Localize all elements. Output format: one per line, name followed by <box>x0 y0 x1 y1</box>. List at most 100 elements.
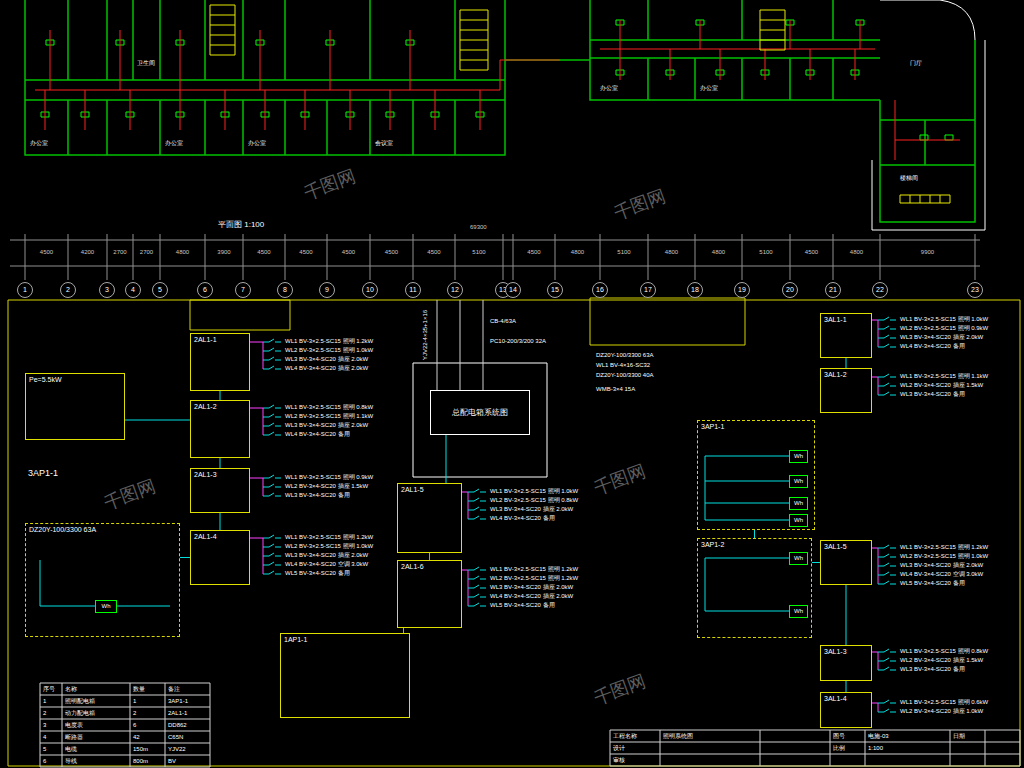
axis-bubble: 23 <box>967 282 983 298</box>
circuit-spec-holder: WL3 BV-3×4-SC20 插座 2.0kW <box>285 552 368 559</box>
circuit-spec-holder: WL4 BV-3×4-SC20 备用 <box>490 515 555 522</box>
axis-bubble: 11 <box>405 282 421 298</box>
device-spec: CB-4/63A <box>490 318 516 325</box>
axis-bubble: 12 <box>447 282 463 298</box>
title-cell: 日期 <box>953 733 965 740</box>
dimension: 4500 <box>257 249 270 256</box>
distribution-box: 3AL1-1 <box>820 313 872 358</box>
table-cell: 序号 <box>43 686 55 693</box>
breaker-symbol <box>878 374 896 395</box>
table-cell: 备注 <box>168 686 180 693</box>
table-cell: 5 <box>43 746 46 753</box>
table-cell: 动力配电箱 <box>65 710 95 717</box>
feeder-connector <box>220 391 221 400</box>
circuit-spec: WL3 BV-3×4-SC20 插座 2.0kW <box>900 562 983 569</box>
table-cell: 数量 <box>133 686 145 693</box>
table-cell-holder: 断路器 <box>65 734 83 741</box>
circuit-spec-holder: WL4 BV-3×4-SC20 空调 3.0kW <box>900 571 983 578</box>
table-cell: 150m <box>133 746 148 753</box>
bus-line <box>872 377 878 395</box>
room-name-holder: 办公室 <box>600 85 618 92</box>
axis-bubble: 21 <box>825 282 841 298</box>
dimension: 4800 <box>850 249 863 256</box>
axis-line <box>10 234 980 280</box>
circuit-spec: WL1 BV-3×2.5-SC15 照明 1.0kW <box>490 488 578 495</box>
title-cell: 设计 <box>613 745 625 752</box>
watermark: 千图网 <box>101 476 159 514</box>
dimension: 4800 <box>571 249 584 256</box>
table-cell-holder: 42 <box>133 734 140 741</box>
bus-line <box>250 538 263 574</box>
circuit-spec: WL5 BV-3×4-SC20 备用 <box>490 602 555 609</box>
table-cell-holder: 照明配电箱 <box>65 698 95 705</box>
dimension: 4500 <box>805 249 818 256</box>
bus-line <box>250 478 263 496</box>
breaker-symbol <box>878 317 896 347</box>
device-spec-holder: DZ20Y-100/3300 63A <box>596 352 654 359</box>
table-cell: 导线 <box>65 758 77 765</box>
watermark-holder: 千图网 <box>591 461 649 499</box>
node-text: 5 <box>158 286 162 294</box>
circuit-spec: WL1 BV-3×2.5-SC15 照明 0.6kW <box>900 699 988 706</box>
dimension-holder: 4200 <box>81 249 94 256</box>
circuit-spec-holder: WL3 BV-3×4-SC20 插座 2.0kW <box>285 422 368 429</box>
dimension-holder: 4500 <box>257 249 270 256</box>
table-cell-holder: DD862 <box>168 722 187 729</box>
breaker-symbol <box>263 339 281 369</box>
meter-box: Wh <box>789 605 808 618</box>
circuit-spec-holder: WL1 BV-3×2.5-SC15 照明 1.2kW <box>490 566 578 573</box>
circuit-spec-holder: WL3 BV-3×4-SC20 插座 2.0kW <box>285 356 368 363</box>
node-text: 2AL1-4 <box>194 533 217 541</box>
distribution-box: 2AL1-6 <box>397 560 462 628</box>
circuit-spec: WL3 BV-3×4-SC20 备用 <box>900 666 965 673</box>
room-name: 会议室 <box>375 140 393 147</box>
dimension: 4500 <box>427 249 440 256</box>
circuit-spec-holder: WL5 BV-3×4-SC20 备用 <box>285 570 350 577</box>
dimension: 2700 <box>140 249 153 256</box>
device-spec: WMB-3×4 15A <box>596 386 635 393</box>
distribution-box: 3AL1-5 <box>820 540 872 585</box>
breaker-symbol <box>468 489 486 519</box>
circuit-spec: WL4 BV-3×4-SC20 备用 <box>285 431 350 438</box>
dimension: 5100 <box>472 249 485 256</box>
table-cell: BV <box>168 758 176 765</box>
axis-bubble: 20 <box>782 282 798 298</box>
room-name: 楼梯间 <box>900 175 918 182</box>
title-cell: 审核 <box>613 757 625 764</box>
axis-grid <box>10 234 980 280</box>
node-text: 21 <box>829 286 837 294</box>
breaker-symbol <box>878 700 896 712</box>
circuit-spec: WL1 BV-3×2.5-SC15 照明 0.8kW <box>285 404 373 411</box>
table-cell-holder: 序号 <box>43 686 55 693</box>
circuit-spec: WL2 BV-3×2.5-SC15 照明 1.0kW <box>285 347 373 354</box>
feeder-connector <box>125 420 190 421</box>
table-cell-holder: 3 <box>43 722 46 729</box>
node-text: 3 <box>105 286 109 294</box>
distribution-box: 2AL1-4 <box>190 530 250 585</box>
distribution-box: 1AP1-1 <box>280 633 410 718</box>
circuit-spec-holder: WL1 BV-3×2.5-SC15 照明 0.8kW <box>900 648 988 655</box>
node-text: 20 <box>786 286 794 294</box>
bus-line <box>872 703 878 712</box>
axis-bubble: 10 <box>362 282 378 298</box>
table-cell: 2 <box>43 710 46 717</box>
circuit-spec-holder: WL1 BV-3×2.5-SC15 照明 0.6kW <box>900 699 988 706</box>
table-cell-holder: 1 <box>43 698 46 705</box>
dimension: 4800 <box>712 249 725 256</box>
circuit-spec-holder: WL3 BV-3×4-SC20 插座 2.0kW <box>900 334 983 341</box>
table-cell: 3 <box>43 722 46 729</box>
node-text: 9 <box>325 286 329 294</box>
bus-line <box>872 548 878 584</box>
dimension: 5100 <box>759 249 772 256</box>
watermark-holder: 千图网 <box>611 186 669 224</box>
room-name-holder: 门厅 <box>910 60 922 67</box>
circuit-spec: WL1 BV-3×2.5-SC15 照明 0.9kW <box>285 474 373 481</box>
title-cell-holder: 1:100 <box>868 745 883 752</box>
axis-bubble: 6 <box>197 282 213 298</box>
breaker-symbol <box>468 567 486 606</box>
circuit-spec: WL2 BV-3×2.5-SC15 照明 0.8kW <box>490 497 578 504</box>
dimension-holder: 3900 <box>217 249 230 256</box>
internal-wiring <box>40 456 789 715</box>
title-cell: 工程名称 <box>613 733 637 740</box>
node-text: 3AP1-2 <box>701 541 724 549</box>
